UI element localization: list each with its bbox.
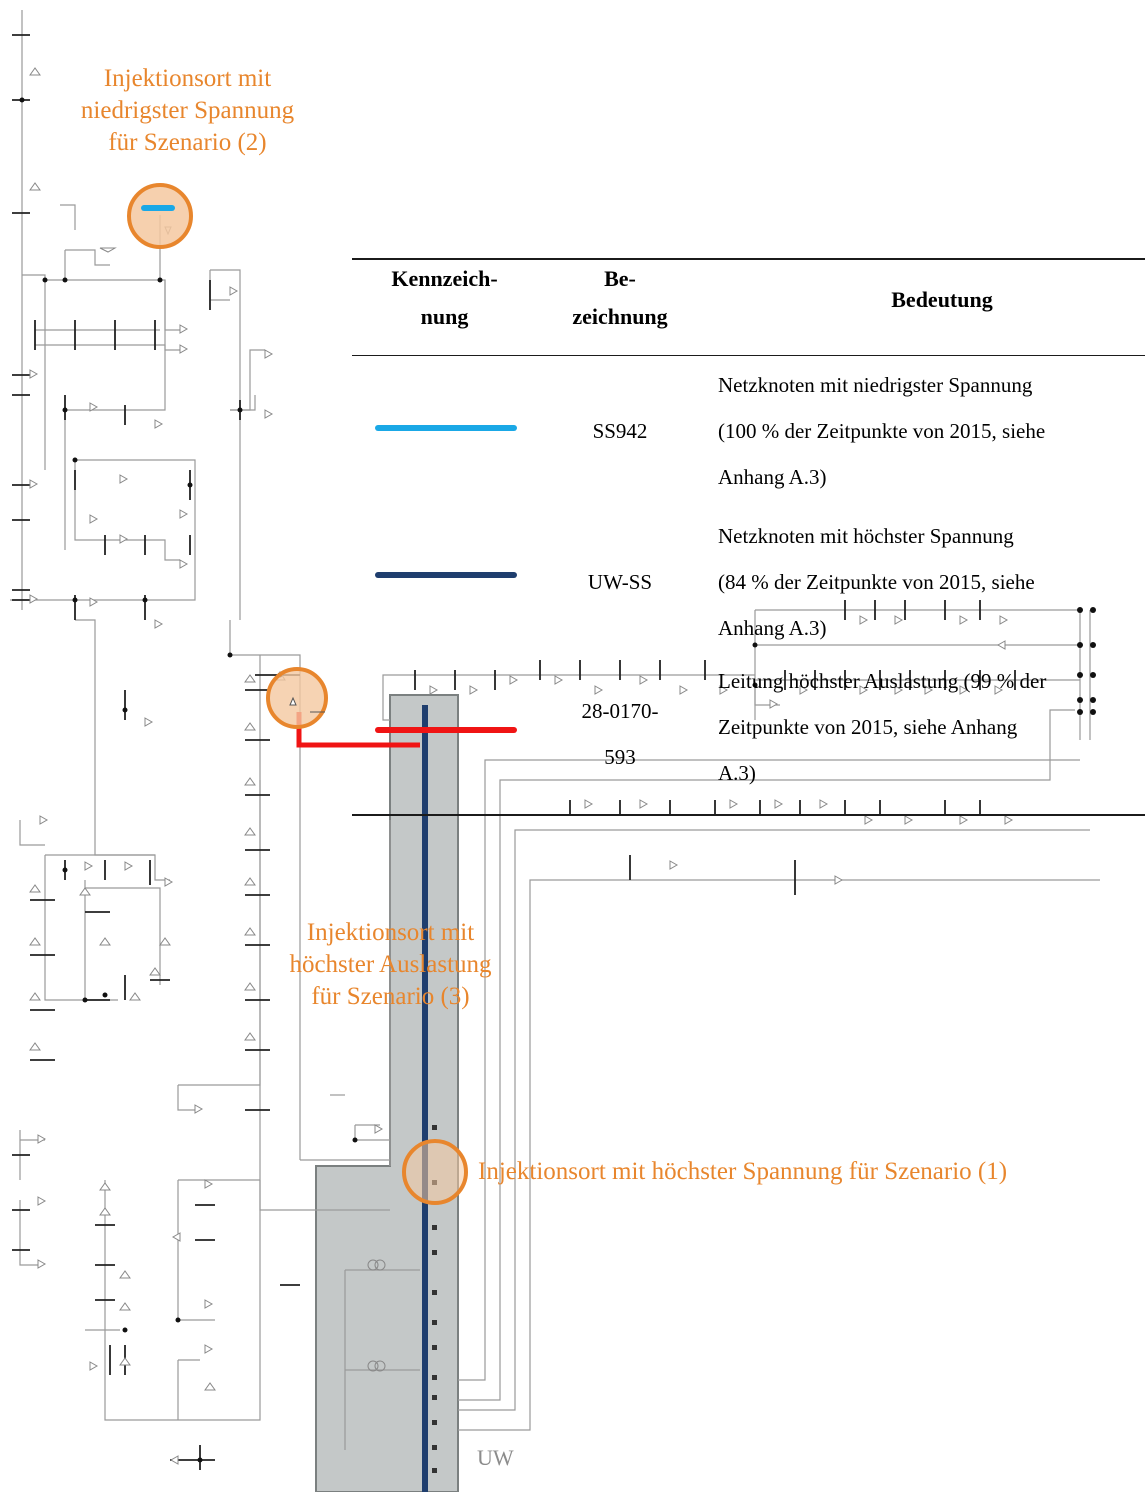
legend-meaning-3: Leitung höchster Auslastung (99 % der Ze…: [718, 658, 1145, 796]
legend-top-rule: [352, 258, 1145, 260]
legend-code-2-line-1: UW-SS: [587, 570, 653, 594]
legend-swatch-highest-voltage: [375, 572, 517, 578]
scenario2-line-3: für Szenario (2): [108, 129, 267, 156]
legend-code-3-line-1: 28-0170-: [581, 699, 659, 723]
legend-code-3-line-2: 593: [604, 745, 636, 769]
header-designation-line-1: Be-: [604, 266, 636, 291]
legend-meaning-1-line-3: Anhang A.3): [718, 465, 827, 489]
scenario1-annotation: Injektionsort mit höchster Spannung für …: [478, 1158, 1008, 1185]
legend-meaning-3-line-2: Zeitpunkte von 2015, siehe Anhang: [718, 715, 1018, 739]
scenario2-annotation: Injektionsort mit niedrigster Spannung f…: [55, 63, 320, 159]
legend-code-3: 28-0170- 593: [544, 688, 696, 780]
scenario3-line-2: höchster Auslastung: [289, 951, 492, 978]
substation-label: UW: [477, 1445, 514, 1470]
header-designation-line-2: zeichnung: [572, 304, 668, 329]
legend-meaning-3-line-3: A.3): [718, 761, 756, 785]
legend-meaning-2-line-1: Netzknoten mit höchster Spannung: [718, 524, 1014, 548]
header-marking-line-1: Kennzeich-: [391, 266, 498, 291]
scenario2-line-2: niedrigster Spannung: [80, 97, 295, 124]
transformer-icon: [367, 1259, 386, 1372]
scenario2-line-1: Injektionsort mit: [103, 65, 272, 92]
legend-code-2: UW-SS: [544, 559, 696, 605]
legend-swatch-lowest-voltage: [375, 425, 517, 431]
legend-meaning-2-line-2: (84 % der Zeitpunkte von 2015, siehe: [718, 570, 1035, 594]
scenario3-annotation: Injektionsort mit höchster Auslastung fü…: [258, 917, 523, 1013]
node-dots: [19, 97, 1096, 1463]
scenario2-marker: [127, 183, 193, 249]
legend-bottom-rule: [352, 814, 1145, 816]
header-marking: Kennzeich- nung: [362, 260, 527, 336]
legend-table: Kennzeich- nung Be- zeichnung Bedeutung …: [352, 258, 1145, 816]
legend-meaning-2-line-3: Anhang A.3): [718, 616, 827, 640]
header-meaning: Bedeutung: [891, 287, 993, 312]
load-arrows: [29, 67, 1014, 1465]
legend-swatch-highest-load: [375, 727, 517, 733]
legend-meaning-1-line-1: Netzknoten mit niedrigster Spannung: [718, 373, 1033, 397]
header-marking-line-2: nung: [420, 304, 469, 329]
legend-code-1: SS942: [544, 408, 696, 454]
legend-code-1-line-1: SS942: [592, 419, 648, 443]
header-designation: Be- zeichnung: [544, 260, 696, 336]
scenario3-marker: [266, 667, 328, 729]
scenario3-line-3: für Szenario (3): [311, 983, 470, 1010]
legend-meaning-1: Netzknoten mit niedrigster Spannung (100…: [718, 362, 1145, 500]
legend-header-rule: [352, 355, 1145, 356]
legend-meaning-3-line-1: Leitung höchster Auslastung (99 % der: [718, 669, 1047, 693]
legend-meaning-2: Netzknoten mit höchster Spannung (84 % d…: [718, 513, 1145, 651]
scenario3-line-1: Injektionsort mit: [306, 919, 475, 946]
scenario1-marker: [402, 1139, 468, 1205]
legend-meaning-1-line-2: (100 % der Zeitpunkte von 2015, siehe: [718, 419, 1046, 443]
